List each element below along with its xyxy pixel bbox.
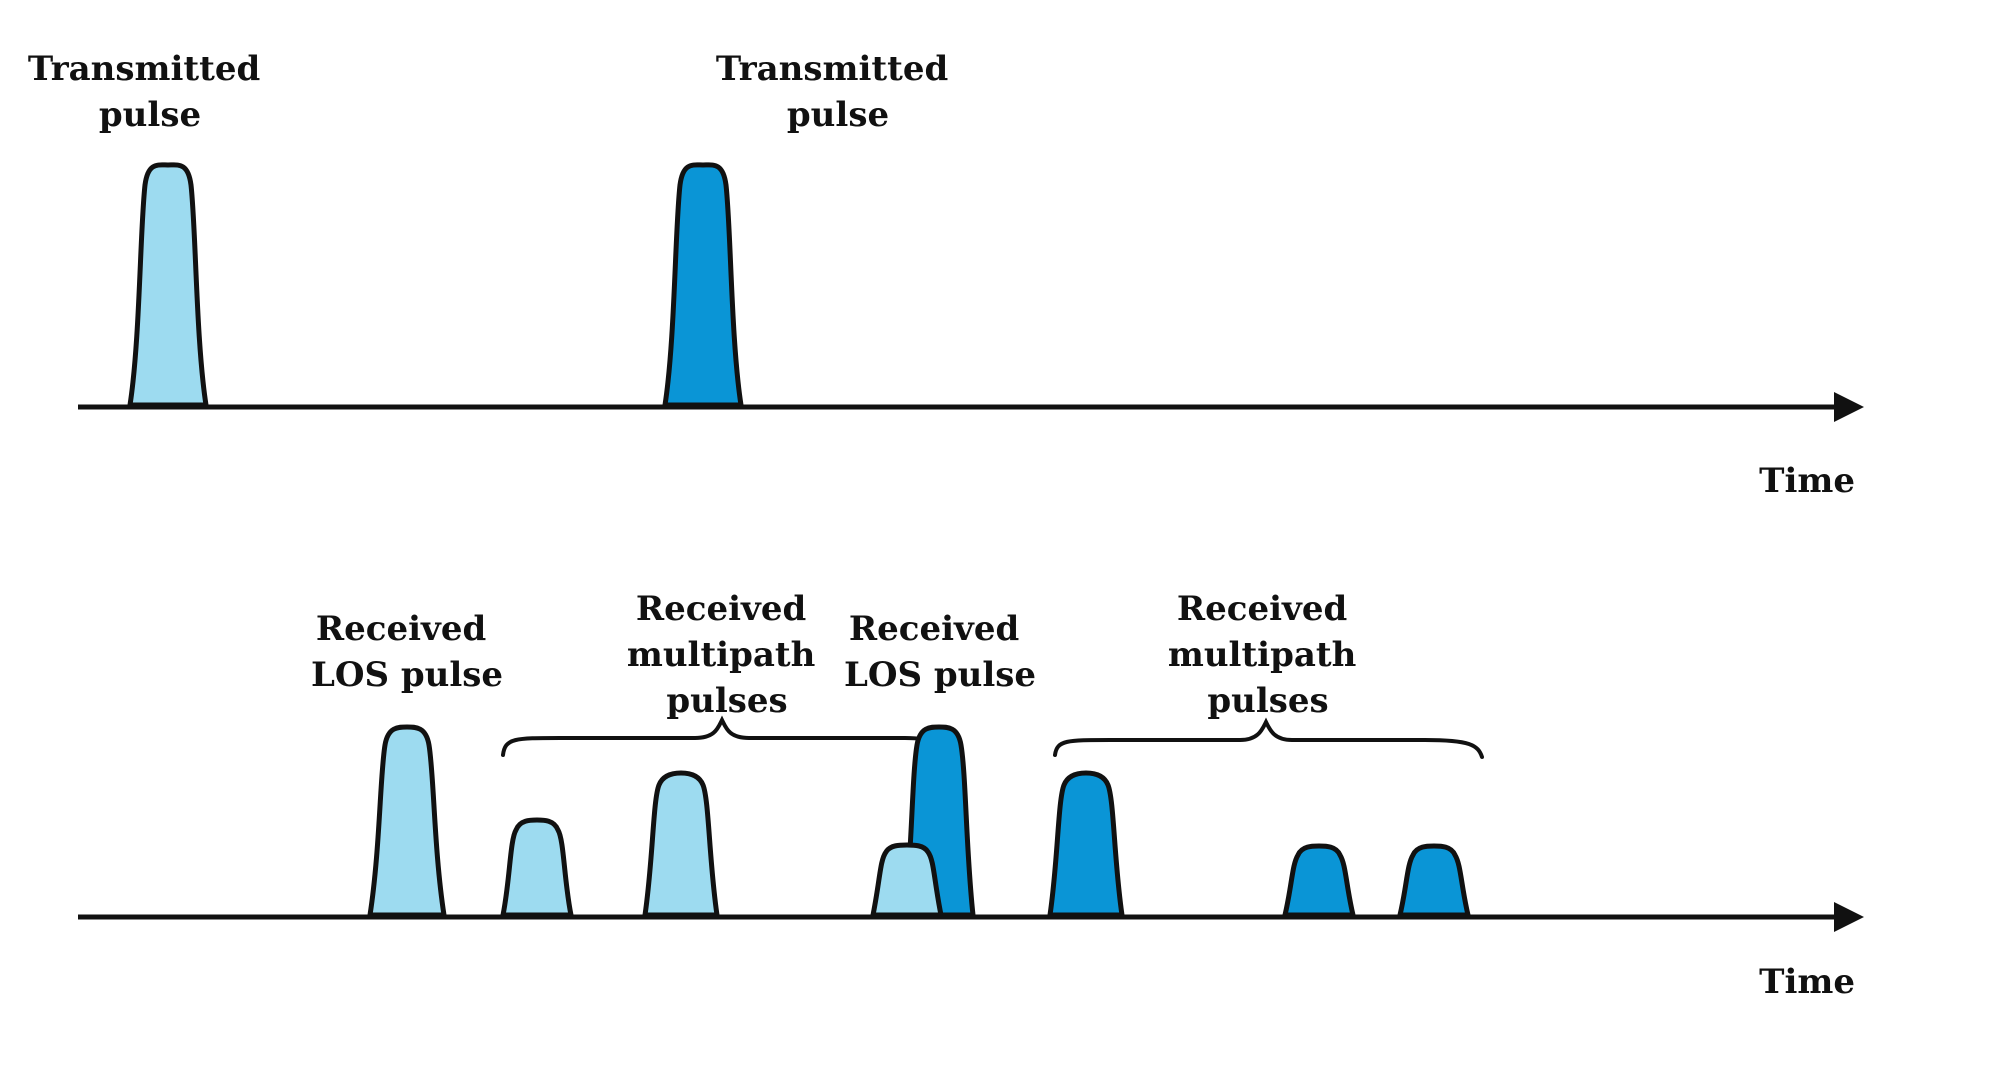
received-multipath-pulses-label-2: Received multipath pulses	[1168, 589, 1368, 721]
multipath-brace-1	[501, 715, 946, 760]
received-time-axis-label: Time	[1759, 962, 1855, 1002]
multipath-brace-2	[1053, 717, 1484, 759]
received-multipath-pulse-2	[642, 770, 720, 918]
received-los-pulse-1	[367, 724, 447, 918]
received-multipath-pulse-3	[870, 842, 944, 918]
transmitted-pulse-label-2: Transmitted pulse	[716, 49, 960, 135]
received-multipath-pulse-1	[500, 817, 574, 918]
received-multipath-pulse-6	[1397, 843, 1471, 918]
transmitted-pulse-label-1: Transmitted pulse	[28, 49, 272, 135]
transmitted-pulse-1	[127, 162, 209, 408]
received-multipath-pulse-5	[1282, 843, 1356, 918]
transmitted-time-axis-label: Time	[1759, 461, 1855, 501]
received-multipath-pulse-4	[1047, 770, 1125, 918]
received-los-pulse-label-2: Received LOS pulse	[844, 609, 1036, 695]
received-los-pulse-label-1: Received LOS pulse	[311, 609, 503, 695]
received-multipath-pulses-label-1: Received multipath pulses	[627, 589, 827, 721]
transmitted-pulse-2	[662, 162, 744, 408]
received-timeline: Received LOS pulse Received multipath pu…	[78, 589, 1864, 1002]
transmitted-timeline: Transmitted pulse Transmitted pulse Time	[28, 49, 1864, 501]
